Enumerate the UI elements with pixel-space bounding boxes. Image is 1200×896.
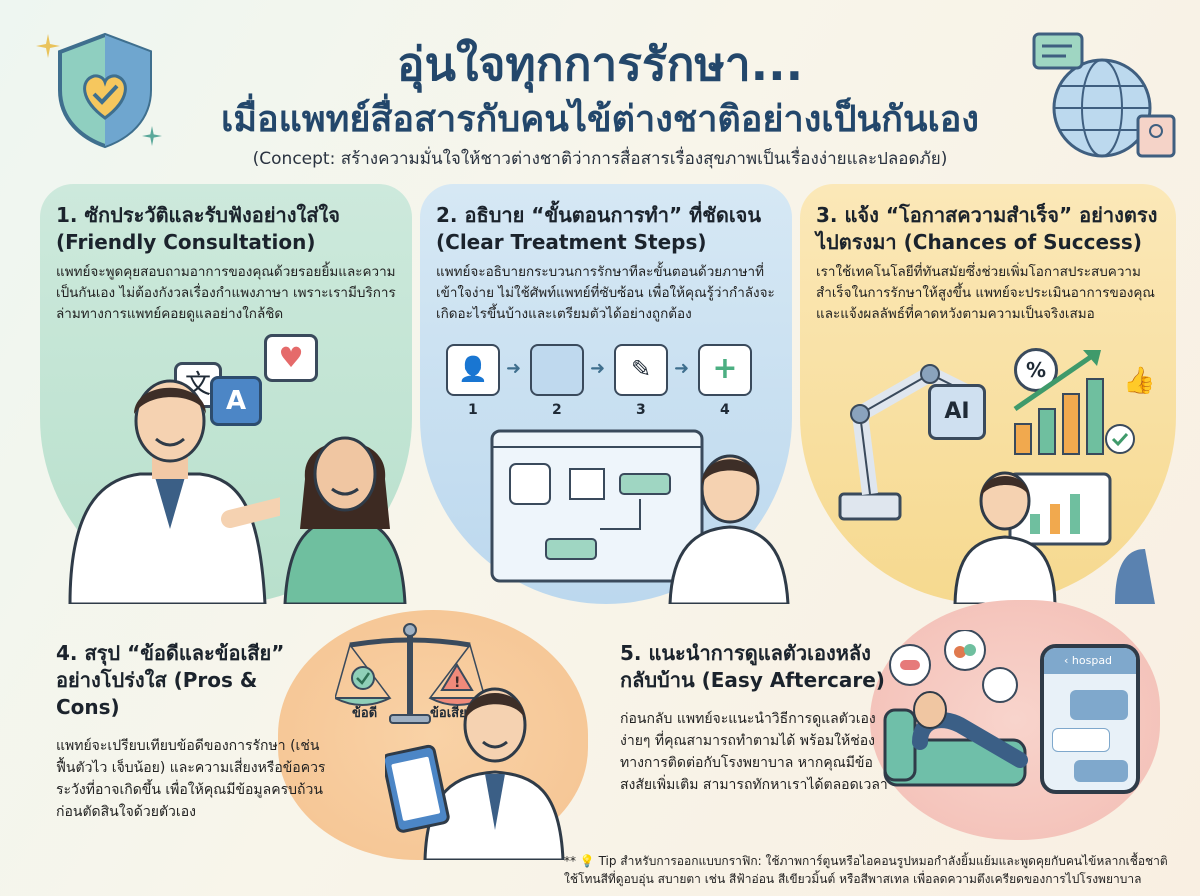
sparkle-icon bbox=[142, 126, 162, 146]
chat-bubble bbox=[1052, 728, 1110, 752]
phone-illustration: ‹ hospad bbox=[1040, 644, 1140, 794]
doctor-illustration bbox=[953, 471, 1057, 604]
chat-bubble bbox=[1074, 760, 1128, 782]
chat-bubble bbox=[1070, 690, 1128, 720]
concept-text: (Concept: สร้างความมั่นใจให้ชาวต่างชาติว… bbox=[252, 149, 948, 169]
heart-bubble: ♥ bbox=[264, 334, 318, 382]
resting-patient-illustration bbox=[883, 630, 1028, 787]
language-bubble: A bbox=[210, 376, 262, 426]
section-clear-treatment-steps: 2. อธิบาย “ขั้นตอนการทำ” ที่ชัดเจน (Clea… bbox=[420, 184, 792, 604]
section-title: 3. แจ้ง “โอกาสความสำเร็จ” อย่างตรงไปตรงม… bbox=[816, 203, 1158, 254]
section-easy-aftercare: 5. แนะนำการดูแลตัวเองหลังกลับบ้าน (Easy … bbox=[620, 640, 890, 796]
step-number: 1 bbox=[468, 402, 478, 418]
sparkle-icon bbox=[36, 34, 60, 58]
arrow-icon: ➜ bbox=[590, 358, 606, 379]
cons-label: ข้อเสีย bbox=[430, 706, 467, 721]
svg-text:👍: 👍 bbox=[1123, 365, 1155, 396]
steps-row: 👤 ➜ ➜ ✎ ➜ + 1 2 3 4 bbox=[446, 344, 776, 424]
step-number: 2 bbox=[552, 402, 562, 418]
section-pros-and-cons: 4. สรุป “ข้อดีและข้อเสีย” อย่างโปร่งใส (… bbox=[56, 640, 326, 823]
section-body: แพทย์จะพูดคุยสอบถามอาการของคุณด้วยรอยยิ้… bbox=[56, 264, 396, 322]
arrow-icon: ➜ bbox=[506, 358, 522, 379]
section-title: 5. แนะนำการดูแลตัวเองหลังกลับบ้าน (Easy … bbox=[620, 641, 885, 692]
page-subtitle: เมื่อแพทย์สื่อสารกับคนไข้ต่างชาติอย่างเป… bbox=[221, 99, 979, 140]
page-title: อุ่นใจทุกการรักษา... bbox=[396, 37, 804, 91]
doctor-tablet-illustration bbox=[385, 687, 565, 860]
step-2 bbox=[530, 344, 584, 396]
section-chances-of-success: 3. แจ้ง “โอกาสความสำเร็จ” อย่างตรงไปตรงม… bbox=[800, 184, 1176, 604]
flowchart-screen-illustration bbox=[490, 429, 790, 604]
section-title: 2. อธิบาย “ขั้นตอนการทำ” ที่ชัดเจน (Clea… bbox=[436, 203, 762, 254]
shield-heart-icon bbox=[58, 32, 152, 149]
ai-chip: AI bbox=[928, 384, 986, 440]
section-body: เราใช้เทคโนโลยีที่ทันสมัยซึ่งช่วยเพิ่มโอ… bbox=[816, 264, 1155, 322]
balance-scale-icon: ! bbox=[335, 623, 485, 724]
arrow-icon: ➜ bbox=[674, 358, 690, 379]
doctor-illustration bbox=[68, 379, 280, 604]
globe-chat-icon bbox=[1032, 32, 1176, 158]
section-title: 4. สรุป “ข้อดีและข้อเสีย” อย่างโปร่งใส (… bbox=[56, 641, 285, 719]
app-header: ‹ hospad bbox=[1044, 648, 1136, 674]
section-friendly-consultation: 1. ซักประวัติและรับฟังอย่างใส่ใจ (Friend… bbox=[40, 184, 412, 604]
app-name: hospad bbox=[1071, 654, 1113, 667]
back-icon: ‹ bbox=[1064, 654, 1072, 667]
svg-text:!: ! bbox=[454, 675, 460, 691]
section-body: แพทย์จะอธิบายกระบวนการรักษาทีละขั้นตอนด้… bbox=[436, 264, 775, 322]
growth-chart-icon: 👍 bbox=[1008, 350, 1155, 604]
section-body: ก่อนกลับ แพทย์จะแนะนำวิธีการดูแลตัวเองง่… bbox=[620, 711, 888, 793]
design-tip: ** 💡 Tip สำหรับการออกแบบกราฟิก: ใช้ภาพกา… bbox=[564, 854, 1168, 886]
step-number: 3 bbox=[636, 402, 646, 418]
step-3: ✎ bbox=[614, 344, 668, 396]
section-body: แพทย์จะเปรียบเทียบข้อดีของการรักษา (เช่น… bbox=[56, 738, 326, 820]
step-1: 👤 bbox=[446, 344, 500, 396]
patient-illustration bbox=[283, 436, 407, 604]
step-number: 4 bbox=[720, 402, 730, 418]
section-title: 1. ซักประวัติและรับฟังอย่างใส่ใจ (Friend… bbox=[56, 203, 340, 254]
pros-label: ข้อดี bbox=[352, 706, 378, 721]
step-4: + bbox=[698, 344, 752, 396]
